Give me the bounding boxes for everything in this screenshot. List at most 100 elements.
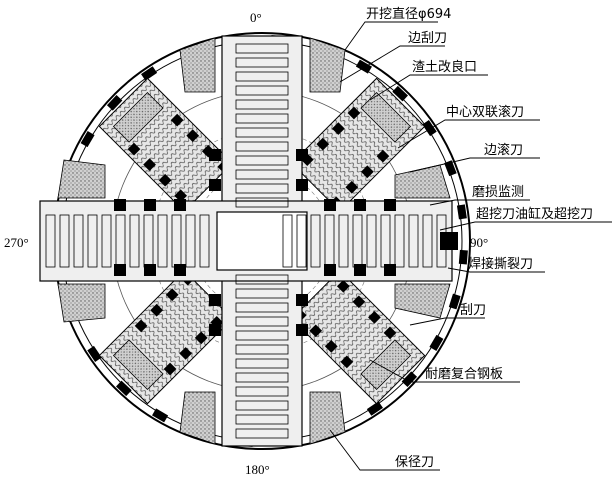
diagonal-arm-plate	[360, 91, 412, 143]
gauge-cutter-block	[444, 160, 457, 177]
disc-cutter-block	[174, 189, 188, 203]
arm-cutter-slot	[235, 372, 289, 383]
arm-cutter-slot	[235, 274, 289, 285]
arm-cutter-slot	[45, 214, 56, 268]
arm-cutter-slot	[422, 214, 433, 268]
wear-plate-bottom-left	[179, 391, 216, 445]
arm-cutter-slot	[366, 214, 377, 268]
gauge-cutter-block	[429, 334, 444, 351]
arm-cutter-slot	[235, 302, 289, 313]
gauge-cutter-block	[422, 120, 437, 137]
disc-cutter-block	[144, 264, 156, 276]
diagonal-arm	[290, 77, 426, 213]
gauge-cutter-block	[448, 293, 461, 310]
arm-cutter-slot	[235, 57, 289, 68]
gauge-cutter-block	[152, 408, 169, 423]
arm-cutter-slot	[235, 155, 289, 166]
wear-plates	[57, 37, 451, 445]
disc-cutter-block	[114, 264, 126, 276]
gauge-cutter-block	[87, 345, 102, 362]
wear-plate-left-bottom	[57, 283, 106, 323]
disc-cutter-block	[296, 179, 308, 191]
diagonal-arm-plate	[112, 91, 164, 143]
angle-top: 0°	[250, 10, 262, 25]
arm-cutter-slot	[235, 428, 289, 439]
disc-cutter-block	[383, 326, 397, 340]
arm-cutter-slot	[235, 400, 289, 411]
disc-cutter-block	[347, 106, 361, 120]
arm-cutter-slot	[235, 85, 289, 96]
disc-cutter-block	[158, 173, 172, 187]
wear-plate-top-right	[309, 37, 346, 93]
diagonal-arm	[98, 77, 234, 213]
arm-cutter-slot	[235, 344, 289, 355]
disc-cutter-block	[316, 137, 330, 151]
disc-cutter-block	[165, 288, 179, 302]
disc-cutter-block	[296, 324, 308, 336]
arm-cutter-slot	[310, 214, 321, 268]
arm-cutter-slot	[235, 99, 289, 110]
disc-cutter-block	[354, 264, 366, 276]
disc-cutter-block	[384, 264, 396, 276]
label-scraper: 刮刀	[460, 303, 486, 318]
arm-cutter-slot	[394, 214, 405, 268]
disc-cutter-block	[324, 199, 336, 211]
arm-cutter-slot	[235, 71, 289, 82]
disc-cutter-block	[127, 142, 141, 156]
arm-cutter-slot	[235, 330, 289, 341]
diagonal-arm-plate	[112, 339, 164, 391]
arm-cutter-slot	[235, 141, 289, 152]
diagonal-arm	[98, 269, 234, 405]
disc-cutter-block	[186, 129, 200, 143]
disc-cutter-block	[143, 158, 156, 171]
arm-cutter-slot	[101, 214, 112, 268]
wear-plate-left-top	[57, 159, 106, 199]
gauge-cutter-block	[141, 66, 158, 81]
disc-cutter-block	[174, 199, 186, 211]
overcutter-block	[440, 232, 458, 250]
arm-cutter-slot	[235, 288, 289, 299]
disc-cutter-block	[209, 179, 221, 191]
angle-bottom: 180°	[245, 462, 270, 477]
gauge-cutter-block	[115, 380, 132, 397]
angle-left: 270°	[4, 235, 29, 250]
disc-cutter-block	[352, 295, 366, 309]
arm-cutter-slot	[235, 113, 289, 124]
gauge-cutter-block	[401, 371, 418, 388]
disc-cutter-block	[332, 122, 345, 135]
disc-cutter-block	[209, 149, 221, 161]
label-wear-plate: 耐磨复合钢板	[425, 367, 503, 382]
arm-cutter-slot	[235, 169, 289, 180]
diagonal-arm	[290, 269, 426, 405]
label-weld-ripper: 焊接撕裂刀	[468, 256, 533, 272]
gauge-cutter-block	[355, 59, 372, 74]
center-hub	[216, 211, 308, 271]
label-edge-disc: 边滚刀	[484, 142, 523, 158]
gauge-cutter-block	[458, 249, 468, 265]
arm-cutter-slot	[199, 214, 210, 268]
label-wear-monitor: 磨损监测	[472, 185, 524, 200]
arm-cutter-slot	[235, 197, 289, 208]
label-overcutter: 超挖刀油缸及超挖刀	[476, 206, 593, 222]
arm-cutter-slot	[235, 127, 289, 138]
disc-cutter-block	[209, 324, 221, 336]
disc-cutter-block	[384, 199, 396, 211]
arm-cutter-slot	[338, 214, 349, 268]
gauge-cutter-block	[392, 85, 409, 102]
diagonal-arms	[98, 77, 426, 405]
disc-cutter-block	[324, 264, 336, 276]
gauge-cutter-block	[456, 204, 467, 220]
disc-cutter-block	[309, 324, 323, 338]
disc-cutter-block	[345, 180, 359, 194]
disc-cutter-block	[170, 113, 184, 127]
arm-cutter-slot	[185, 214, 196, 268]
disc-cutter-block	[296, 149, 308, 161]
disc-cutter-block	[360, 165, 374, 179]
wear-plate-bottom-right	[309, 391, 346, 445]
gauge-cutter-block	[80, 131, 95, 148]
angle-right: 90°	[470, 235, 488, 250]
disc-cutter-block	[296, 294, 308, 306]
arm-cutter-slot	[235, 386, 289, 397]
disc-cutter-block	[174, 264, 186, 276]
disc-cutter-block	[144, 199, 156, 211]
